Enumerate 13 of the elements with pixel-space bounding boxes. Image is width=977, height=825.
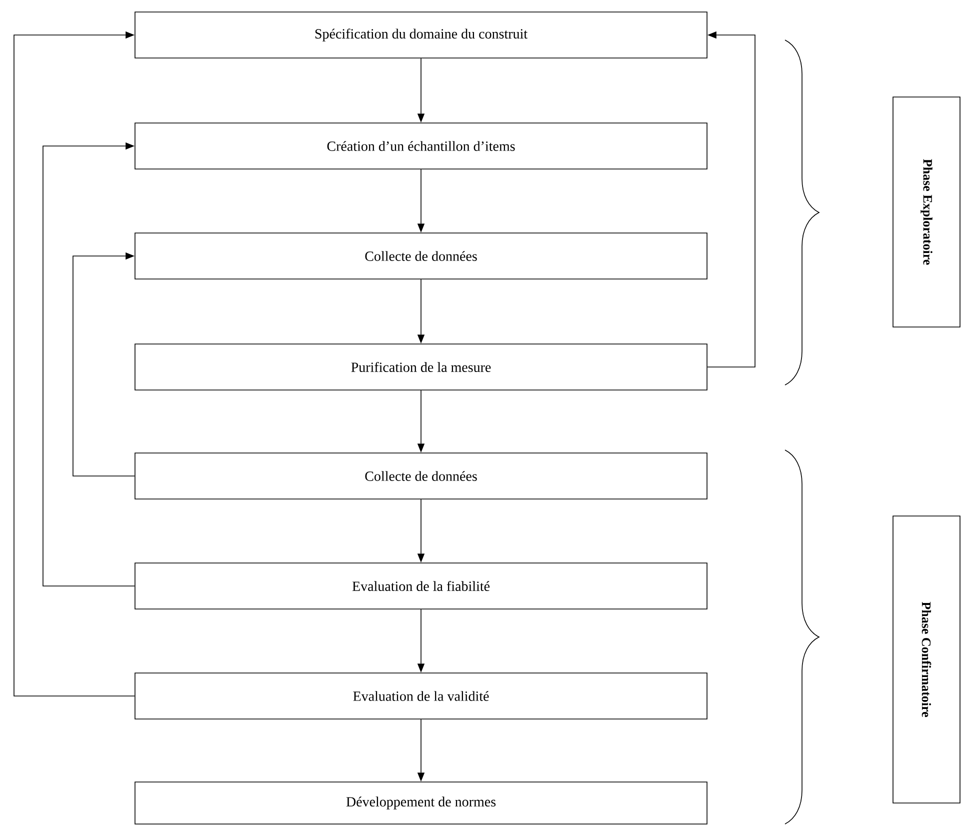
process-box: Spécification du domaine du construit bbox=[134, 12, 708, 58]
process-box: Collecte de données bbox=[134, 232, 708, 280]
process-box: Evaluation de la validité bbox=[134, 672, 708, 720]
process-box: Création d’un échantillon d’items bbox=[134, 122, 708, 170]
arrow bbox=[42, 142, 135, 586]
phase-box: Phase Exploratoire bbox=[892, 96, 960, 328]
arrow bbox=[72, 252, 135, 476]
phase-box: Phase Confirmatoire bbox=[892, 516, 960, 804]
process-box: Evaluation de la fiabilité bbox=[134, 562, 708, 610]
process-box: Purification de la mesure bbox=[134, 344, 708, 390]
arrow bbox=[14, 31, 135, 696]
process-box: Développement de normes bbox=[134, 782, 708, 824]
process-box: Collecte de données bbox=[134, 452, 708, 500]
